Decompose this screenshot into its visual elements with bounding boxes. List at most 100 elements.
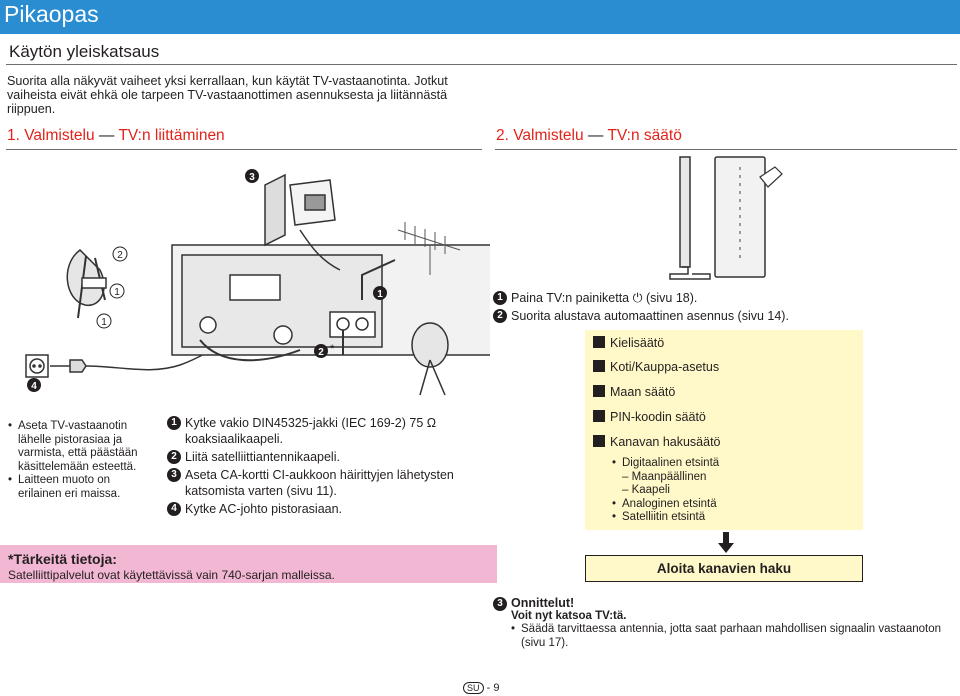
step2-item: 2 Suorita alustava automaattinen asennus …: [493, 308, 813, 324]
satellite-dish-illustration: [411, 322, 449, 396]
start-channel-search-button[interactable]: Aloita kanavien haku: [585, 555, 863, 582]
done-bullet: Säädä tarvittaessa antennia, jotta saat …: [511, 623, 953, 650]
step2-divider: [495, 149, 957, 150]
callout-2-top: 2: [112, 246, 128, 262]
setting-label: PIN-koodin säätö: [610, 410, 706, 424]
step-text: Paina TV:n painiketta ⏻ (sivu 18).: [511, 291, 698, 305]
step2-title: 2. Valmistelu — TV:n säätö: [496, 127, 682, 145]
callout-4: 4: [27, 378, 41, 392]
setting-label: Maan säätö: [610, 385, 676, 399]
dash-icon: –: [622, 470, 632, 483]
important-box: *Tärkeitä tietoja: Satelliittipalvelut o…: [0, 545, 497, 583]
square-bullet-icon: [593, 410, 605, 422]
connection-illustration: 2 1 1 3 1 2 * 4: [25, 169, 490, 396]
step-number: 2: [493, 309, 507, 323]
search-suboption-label: Maanpäällinen: [631, 470, 707, 483]
step1-notes: Aseta TV-vastaanotin lähelle pistorasiaa…: [8, 420, 138, 501]
callout-3: 3: [245, 169, 259, 183]
step1-title-suffix: TV:n liittäminen: [118, 127, 225, 144]
power-outlet-illustration: [25, 345, 221, 378]
footer-separator: -: [486, 682, 491, 694]
callout-2-satellite: 2 *: [314, 343, 335, 358]
done-title: Onnittelut!: [511, 596, 575, 610]
step1-title-dash: —: [98, 127, 115, 144]
step-number: 4: [167, 502, 181, 516]
hand-pointer-icon: [759, 166, 783, 188]
page-number: 9: [493, 682, 500, 694]
setting-label: Kanavan hakusäätö: [610, 435, 721, 449]
callout-1-right: 1: [109, 283, 125, 299]
step2-title-suffix: TV:n säätö: [607, 127, 682, 144]
setting-label: Kielisäätö: [610, 336, 665, 350]
svg-text:3: 3: [249, 172, 255, 183]
page-footer: SU - 9: [463, 682, 499, 694]
step-number: 1: [167, 416, 181, 430]
svg-text:1: 1: [101, 317, 107, 328]
language-badge: SU: [463, 682, 484, 694]
title-bar: Pikaopas: [0, 0, 960, 34]
tv-side-illustration: [669, 156, 783, 280]
tv-back-illustration: [171, 244, 490, 362]
square-bullet-icon: [593, 360, 605, 372]
important-text: Satelliittipalvelut ovat käytettävissä v…: [8, 568, 335, 582]
step2-done: 3 Onnittelut! Voit nyt katsoa TV:tä. Sää…: [493, 596, 953, 650]
done-row: 3 Onnittelut! Voit nyt katsoa TV:tä. Sää…: [493, 596, 953, 650]
step1-steps: 1 Kytke vakio DIN45325-jakki (IEC 169-2) …: [167, 415, 472, 519]
callout-1-left: 1: [96, 313, 112, 329]
step-number: 3: [167, 468, 181, 482]
step2-title-prefix: 2. Valmistelu: [496, 127, 584, 144]
square-bullet-icon: [593, 336, 605, 348]
step1-item: 1 Kytke vakio DIN45325-jakki (IEC 169-2) …: [167, 415, 472, 447]
step-text: Kytke vakio DIN45325-jakki (IEC 169-2) 7…: [185, 416, 437, 446]
step1-item: 4 Kytke AC-johto pistorasiaan.: [167, 501, 472, 517]
callout-1-antenna: 1: [373, 286, 387, 300]
svg-text:*: *: [330, 343, 335, 355]
page-title: Pikaopas: [4, 1, 99, 27]
search-suboption: – Maanpäällinen: [612, 471, 842, 485]
svg-text:2: 2: [117, 250, 123, 261]
step-text: Suorita alustava automaattinen asennus (…: [511, 309, 789, 323]
step-number: 1: [493, 291, 507, 305]
search-suboption: – Kaapeli: [612, 484, 842, 498]
svg-text:4: 4: [31, 381, 37, 392]
step2-item: 1 Paina TV:n painiketta ⏻ (sivu 18).: [493, 290, 813, 306]
step2-steps: 1 Paina TV:n painiketta ⏻ (sivu 18). 2 Suo…: [493, 290, 813, 326]
done-bullets: Säädä tarvittaessa antennia, jotta saat …: [511, 623, 953, 650]
search-option: Analoginen etsintä: [612, 498, 842, 512]
step1-item: 2 Liitä satelliittiantennikaapeli.: [167, 449, 472, 465]
cable-tie-illustration: [66, 249, 107, 319]
step-text: Aseta CA-kortti CI-aukkoon häirittyjen l…: [185, 468, 454, 498]
step1-divider: [6, 149, 482, 150]
antenna-illustration: [397, 222, 461, 275]
square-bullet-icon: [593, 385, 605, 397]
square-bullet-icon: [593, 435, 605, 447]
step1-title: 1. Valmistelu — TV:n liittäminen: [7, 127, 225, 145]
svg-text:1: 1: [114, 287, 120, 298]
setting-pin: PIN-koodin säätö: [593, 410, 706, 424]
section-title: Käytön yleiskatsaus: [9, 42, 160, 61]
step1-title-prefix: 1. Valmistelu: [7, 127, 95, 144]
section-divider: [6, 64, 957, 65]
step1-note: Laitteen muoto on erilainen eri maissa.: [8, 474, 138, 501]
step1-note: Aseta TV-vastaanotin lähelle pistorasiaa…: [8, 420, 138, 474]
setting-label: Koti/Kauppa-asetus: [610, 360, 720, 374]
step-number: 2: [167, 450, 181, 464]
done-subtitle: Voit nyt katsoa TV:tä.: [511, 610, 627, 622]
important-title: *Tärkeitä tietoja:: [8, 551, 117, 567]
setting-country: Maan säätö: [593, 385, 675, 399]
search-options: Digitaalinen etsintä – Maanpäällinen – K…: [612, 457, 842, 525]
step-text: Kytke AC-johto pistorasiaan.: [185, 502, 343, 516]
setting-home-store: Koti/Kauppa-asetus: [593, 360, 719, 374]
svg-text:2: 2: [318, 347, 324, 358]
dash-icon: –: [622, 484, 632, 496]
step-number: 3: [493, 597, 507, 611]
ci-card-illustration: [264, 173, 341, 271]
search-option: Satelliitin etsintä: [612, 511, 842, 525]
svg-text:1: 1: [377, 289, 383, 300]
step2-title-dash: —: [587, 127, 604, 144]
step-text: Liitä satelliittiantennikaapeli.: [185, 450, 340, 464]
down-arrow-icon: [718, 532, 734, 553]
step1-item: 3 Aseta CA-kortti CI-aukkoon häirittyjen …: [167, 467, 472, 499]
setting-language: Kielisäätö: [593, 336, 664, 350]
intro-text: Suorita alla näkyvät vaiheet yksi kerral…: [7, 74, 448, 116]
